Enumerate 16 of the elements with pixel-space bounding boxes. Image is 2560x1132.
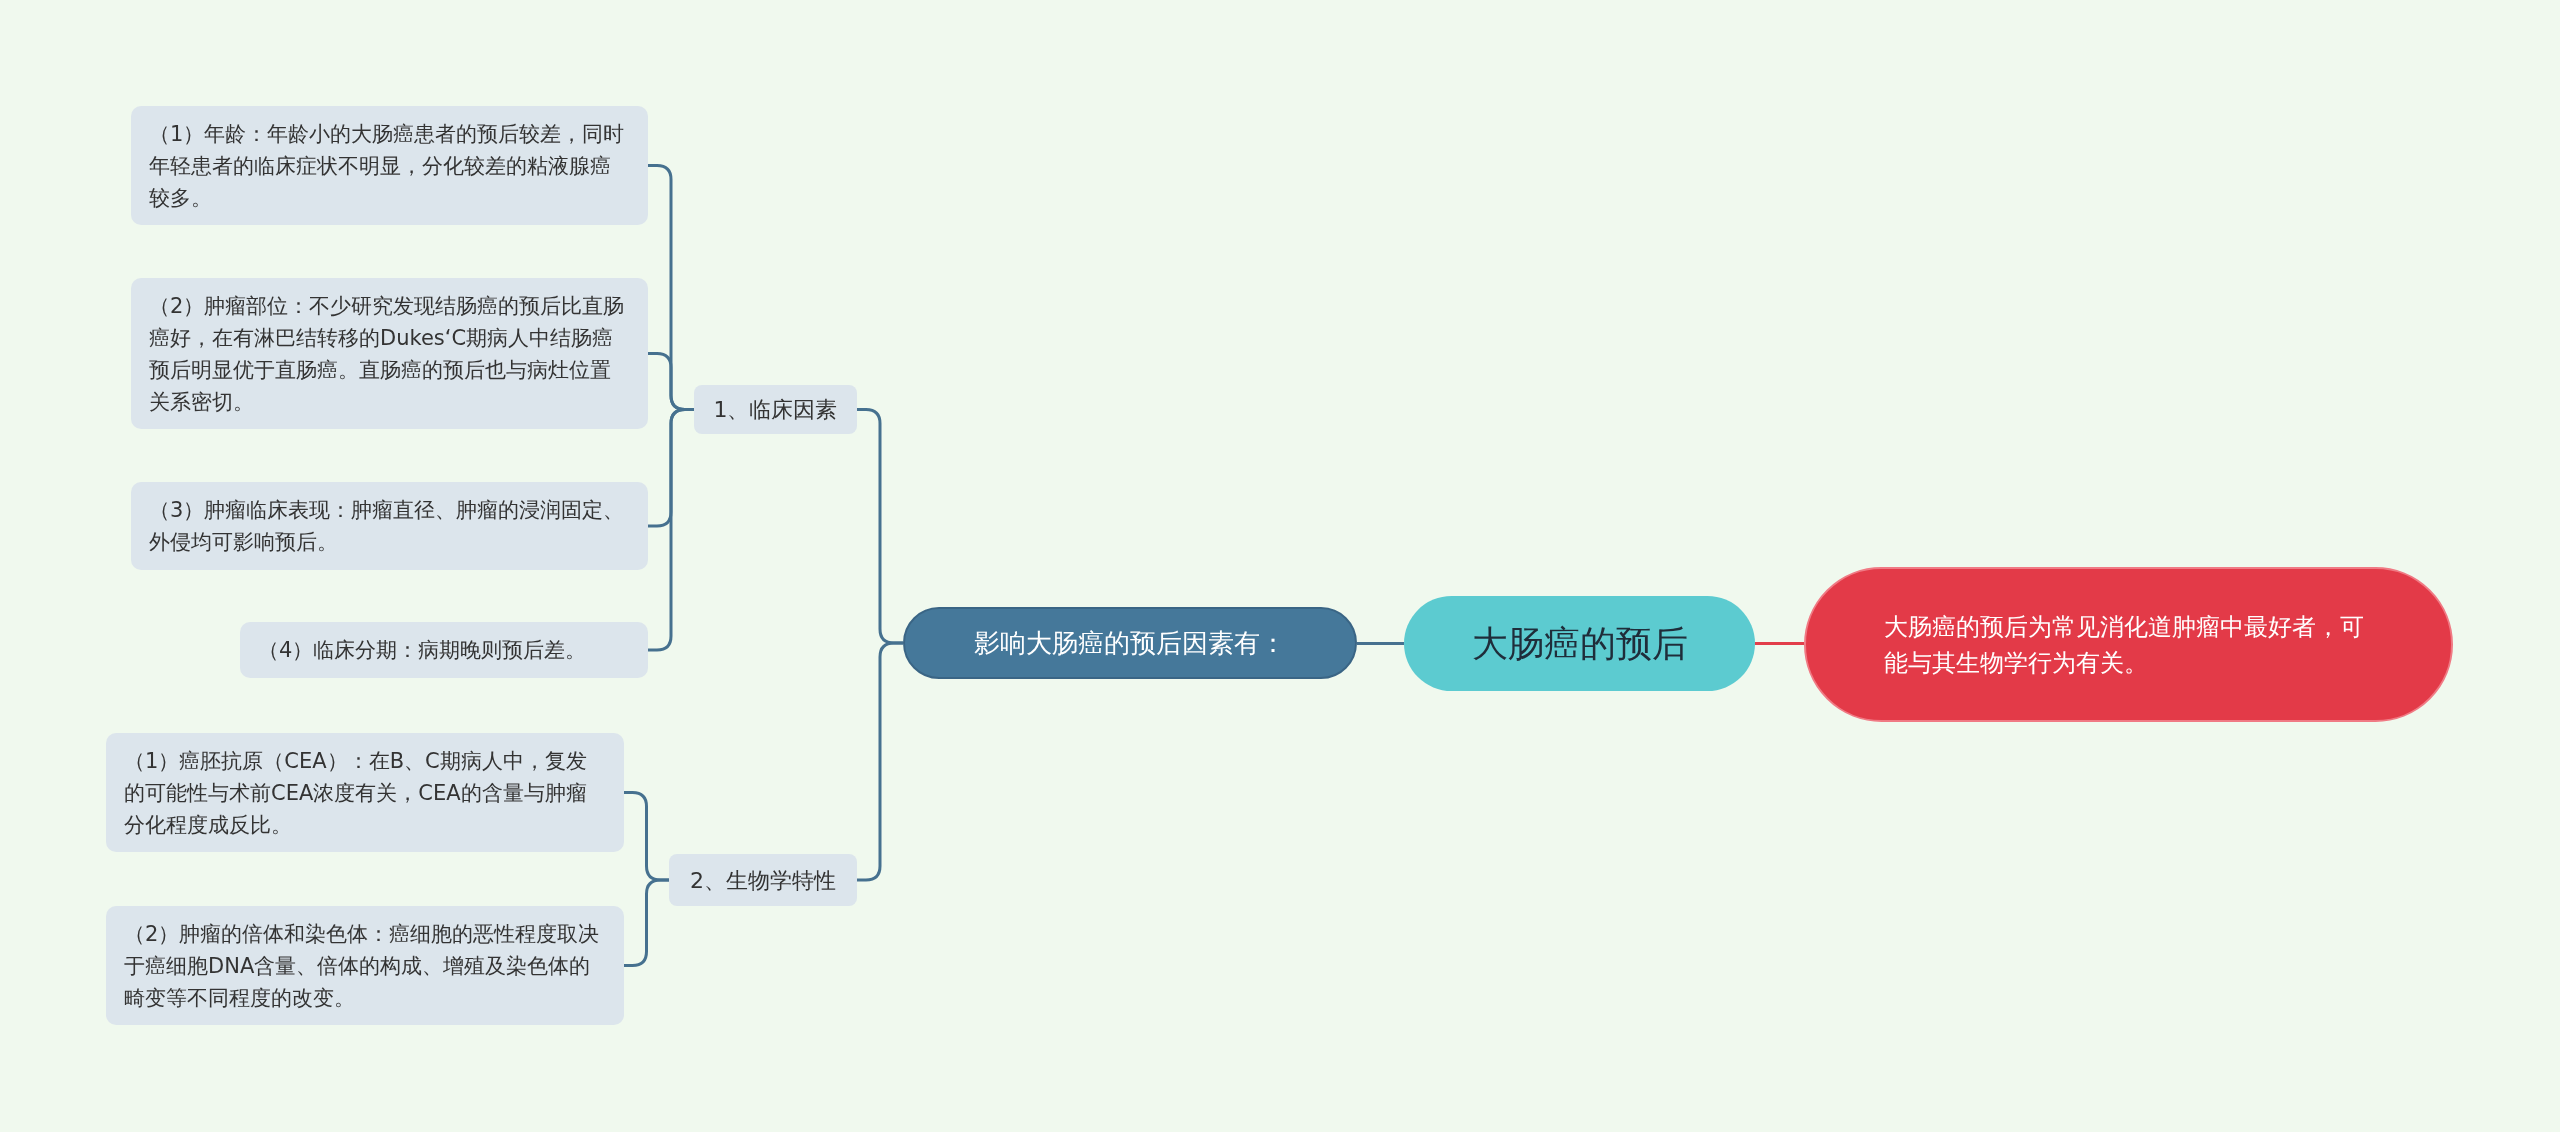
detail-card: （2）肿瘤部位：不少研究发现结肠癌的预后比直肠癌好，在有淋巴结转移的Dukes‘C期病人中结肠癌预后明显优于直肠癌。直肠癌的预后也与病灶位置关系密切。	[131, 278, 648, 429]
connector-line	[648, 408, 694, 652]
branch-topic: 2、生物学特性	[669, 854, 857, 906]
branch-topic: 1、临床因素	[694, 385, 857, 434]
detail-card: （4）临床分期：病期晚则预后差。	[240, 622, 648, 678]
connector-line	[857, 641, 903, 882]
detail-card: （1）年龄：年龄小的大肠癌患者的预后较差，同时年轻患者的临床症状不明显，分化较差的粘液腺癌较多。	[131, 106, 648, 225]
connector-line	[624, 878, 669, 967]
central-topic: 大肠癌的预后	[1404, 596, 1755, 691]
detail-card: （2）肿瘤的倍体和染色体：癌细胞的恶性程度取决于癌细胞DNA含量、倍体的构成、增殖及染色体的畸变等不同程度的改变。	[106, 906, 624, 1025]
detail-card: （3）肿瘤临床表现：肿瘤直径、肿瘤的浸润固定、外侵均可影响预后。	[131, 482, 648, 570]
detail-card: （1）癌胚抗原（CEA）：在B、C期病人中，复发的可能性与术前CEA浓度有关，CEA的含量与肿瘤分化程度成反比。	[106, 733, 624, 852]
connector-line	[1755, 642, 1804, 645]
connector-line	[1357, 642, 1404, 645]
main-topic: 影响大肠癌的预后因素有：	[903, 607, 1357, 679]
summary-bubble: 大肠癌的预后为常见消化道肿瘤中最好者，可能与其生物学行为有关。	[1804, 567, 2453, 722]
